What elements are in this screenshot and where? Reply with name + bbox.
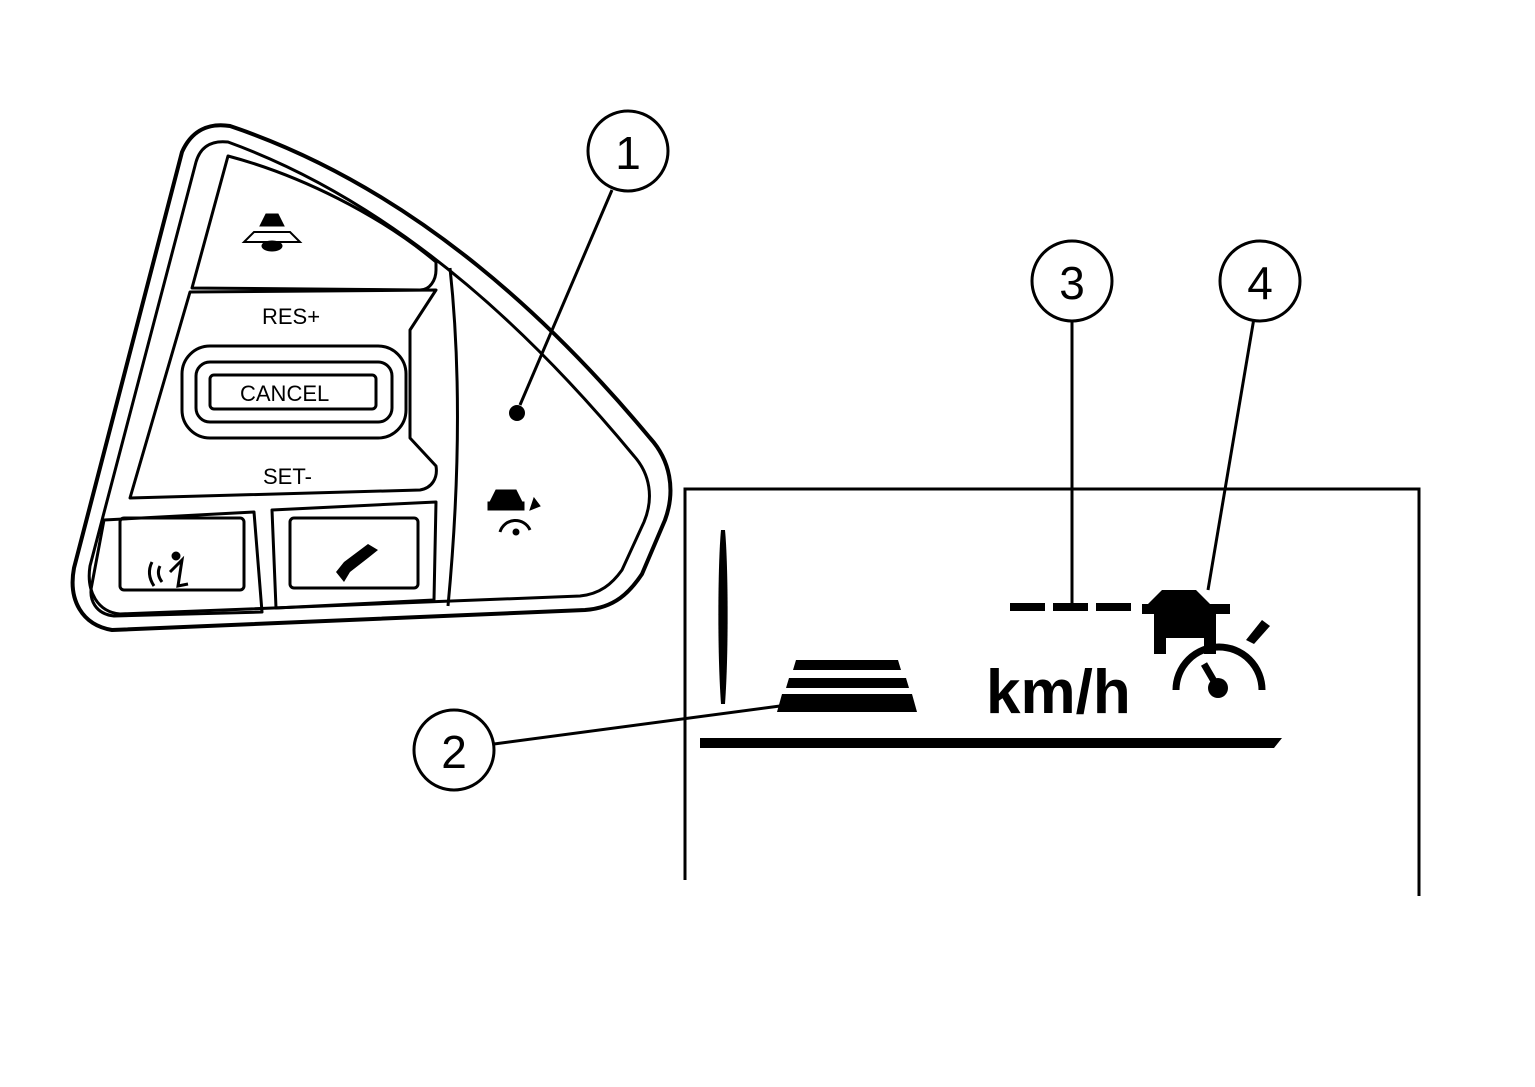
svg-text:1: 1 — [615, 127, 641, 179]
distance-icon — [241, 213, 303, 252]
res-set-rocker[interactable] — [128, 288, 438, 500]
panel-divider — [446, 267, 459, 607]
svg-text:3: 3 — [1059, 257, 1085, 309]
callout-1: 1 — [586, 109, 670, 193]
display-frame — [683, 487, 1421, 896]
res-label: RES+ — [262, 304, 320, 329]
svg-text:2: 2 — [441, 726, 467, 778]
callout-leaders — [493, 189, 1256, 746]
distance-bars-icon — [777, 660, 917, 712]
callout-2: 2 — [412, 708, 496, 792]
cancel-button[interactable] — [180, 344, 408, 440]
distance-button[interactable] — [190, 154, 438, 292]
phone-button-face — [288, 516, 420, 590]
vehicle-ahead-icon — [1142, 590, 1230, 654]
set-label: SET- — [263, 464, 312, 489]
vertical-bar — [718, 530, 728, 704]
switch-housing-outer — [70, 123, 673, 632]
main-switch-dot[interactable] — [509, 405, 525, 421]
cancel-label: CANCEL — [240, 381, 329, 406]
phone-icon — [336, 544, 378, 582]
voice-button[interactable] — [89, 510, 264, 618]
switch-housing-inner — [87, 140, 651, 616]
display-underline — [700, 738, 1282, 748]
svg-text:4: 4 — [1247, 257, 1273, 309]
callout-4: 4 — [1218, 239, 1302, 323]
cancel-button-inner — [194, 360, 394, 424]
cancel-button-face — [208, 373, 378, 411]
intelligent-cruise-icon — [487, 489, 541, 536]
voice-button-face — [118, 516, 246, 592]
speed-unit: km/h — [986, 658, 1131, 727]
phone-button[interactable] — [270, 500, 438, 610]
steering-switch-panel — [70, 123, 673, 632]
callout-3: 3 — [1030, 239, 1114, 323]
speedometer-icon — [1172, 620, 1270, 698]
voice-icon — [147, 551, 189, 588]
